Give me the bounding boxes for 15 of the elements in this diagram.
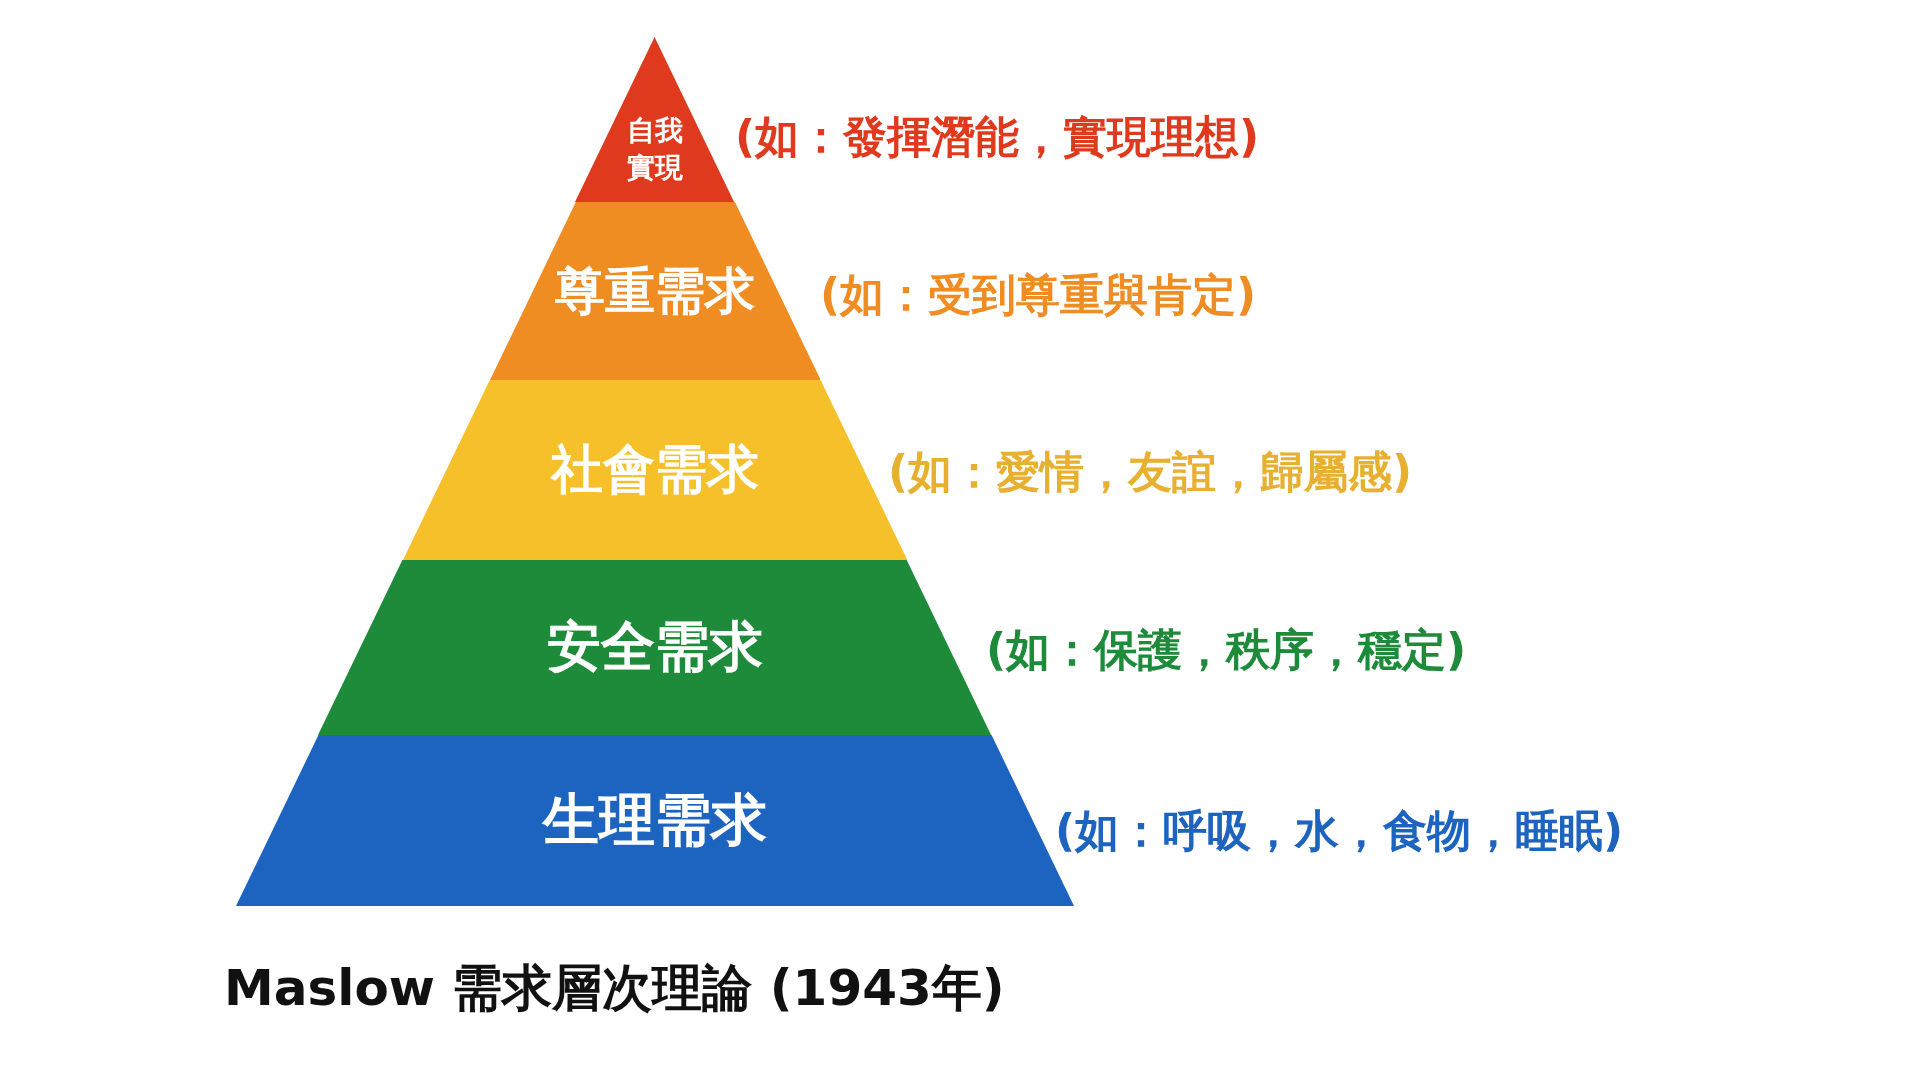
pyramid-apex	[575, 37, 735, 202]
caption: Maslow 需求層次理論 (1943年)	[224, 958, 1005, 1019]
level-label: 自我實現	[626, 113, 684, 186]
pyramid-level	[402, 380, 908, 560]
example-note: (如：保護，秩序，穩定)	[986, 623, 1467, 677]
level-label: 生理需求	[543, 785, 767, 854]
level-label: 社會需求	[551, 438, 759, 501]
level-label: 安全需求	[547, 614, 763, 680]
example-note: (如：愛情，友誼，歸屬感)	[888, 445, 1413, 499]
example-note: (如：發揮潛能，實現理想)	[735, 110, 1260, 164]
example-note: (如：受到尊重與肯定)	[820, 268, 1257, 322]
example-note: (如：呼吸，水，食物，睡眠)	[1055, 804, 1624, 858]
pyramid-level	[489, 202, 821, 380]
pyramid-level	[236, 735, 1074, 906]
level-label: 尊重需求	[555, 260, 755, 322]
